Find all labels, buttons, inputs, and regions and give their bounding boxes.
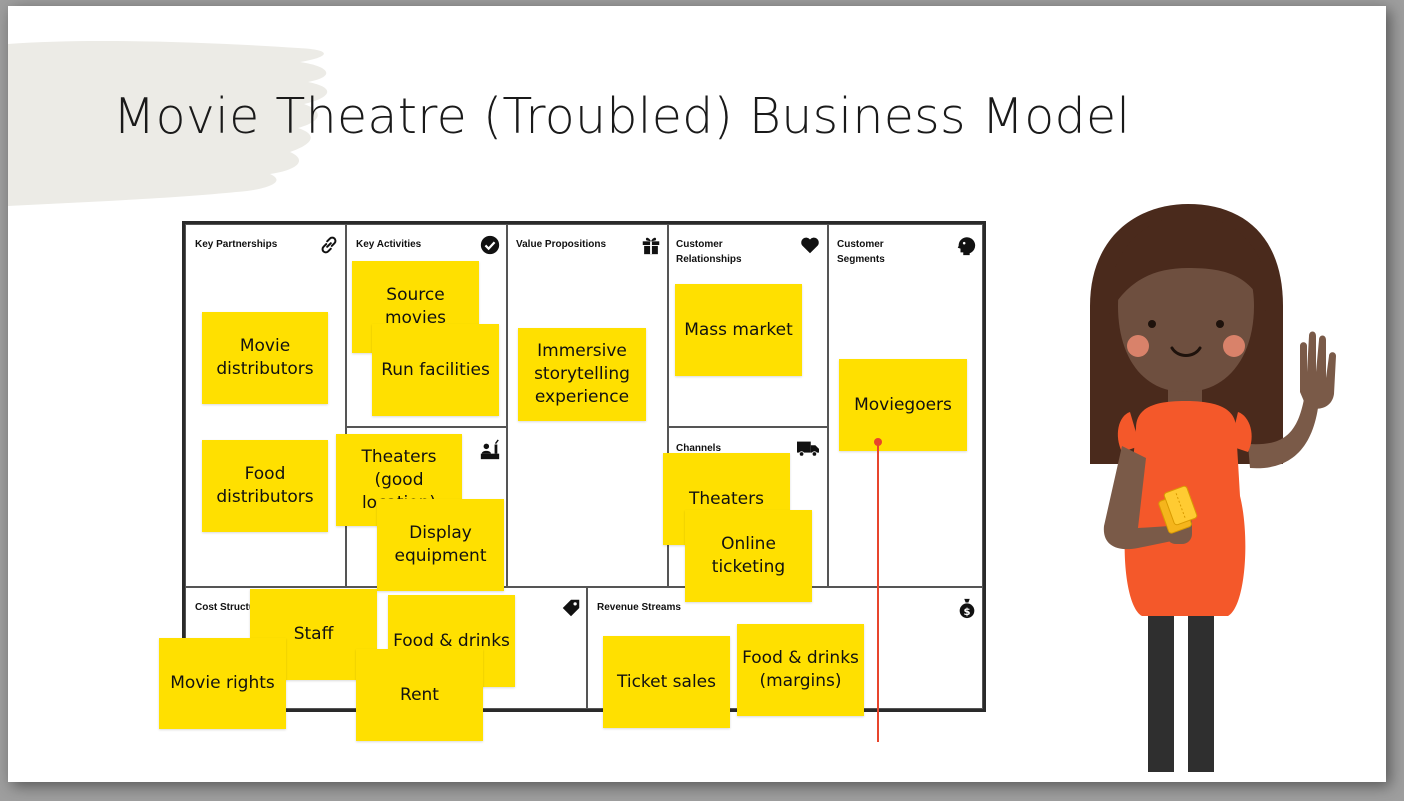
label-cost-structure: Cost Structure — [195, 602, 265, 613]
sticky-note-mass-market: Mass market — [675, 284, 802, 376]
cell-customer-relationships — [668, 224, 828, 427]
cell-key-activities — [346, 224, 507, 427]
label-channels: Channels — [676, 443, 722, 454]
sticky-note-food-drinks-margins: Food & drinks (margins) — [737, 624, 864, 716]
sticky-note-rent: Rent — [356, 649, 483, 741]
sticky-note-immersive-storytelling: Immersive storytelling experience — [518, 328, 646, 421]
check-circle-icon — [480, 235, 500, 255]
label-customer-relationships: Customer Relationships — [676, 239, 742, 265]
sticky-note-run-facilities: Run facilities — [372, 324, 499, 416]
heart-icon — [801, 237, 819, 254]
cell-customer-segments — [828, 224, 983, 587]
sticky-note-movie-rights: Movie rights — [159, 638, 286, 729]
sticky-note-online-ticketing: Online ticketing — [685, 510, 812, 602]
label-customer-segments: Customer Segments — [837, 239, 885, 265]
brush-stroke-decoration — [8, 41, 328, 207]
label-value-propositions: Value Propositions — [516, 239, 607, 250]
svg-text:$: $ — [963, 607, 970, 618]
waving-person-illustration — [1090, 204, 1336, 772]
truck-icon — [797, 441, 819, 457]
label-key-partnerships: Key Partnerships — [195, 239, 278, 250]
label-key-activities: Key Activities — [356, 239, 422, 250]
tag-icon — [562, 599, 580, 617]
cell-key-partnerships — [185, 224, 346, 587]
link-icon — [321, 236, 337, 254]
label-revenue-streams: Revenue Streams — [597, 602, 681, 613]
sticky-note-food-distributors: Food distributors — [202, 440, 328, 532]
money-bag-icon: $ — [959, 598, 975, 619]
cell-value-propositions — [507, 224, 668, 587]
head-icon — [957, 237, 976, 256]
sticky-note-ticket-sales: Ticket sales — [603, 636, 730, 728]
factory-worker-icon — [480, 439, 500, 460]
gift-icon — [642, 237, 660, 255]
slide: Movie Theatre (Troubled) Business Model … — [8, 6, 1386, 782]
sticky-note-display-equipment: Display equipment — [377, 499, 504, 591]
sticky-note-moviegoers: Moviegoers — [839, 359, 967, 451]
sticky-note-movie-distributors: Movie distributors — [202, 312, 328, 404]
slide-title: Movie Theatre (Troubled) Business Model — [113, 88, 1131, 145]
